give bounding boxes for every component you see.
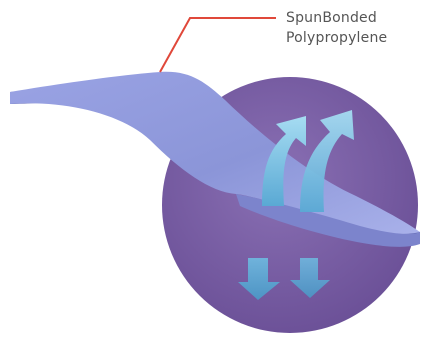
callout-leader-line (160, 18, 276, 72)
material-label-line-1: SpunBonded (286, 8, 387, 28)
material-label-line-2: Polypropylene (286, 28, 387, 48)
material-label: SpunBonded Polypropylene (286, 8, 387, 48)
